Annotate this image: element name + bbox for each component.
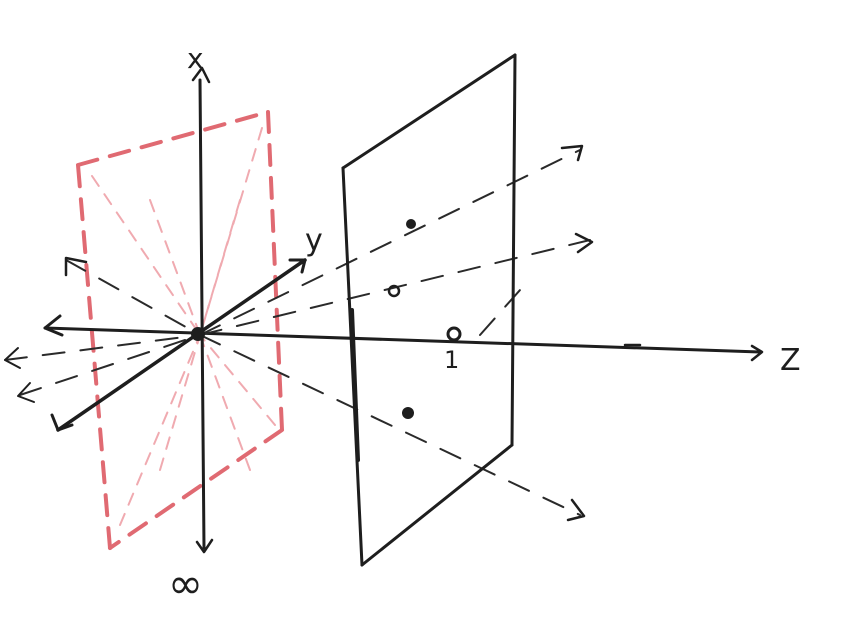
y-axis-tail [50, 413, 74, 432]
red-plane-at-infinity [76, 110, 284, 550]
plane-z-1 [341, 53, 517, 567]
x-axis [191, 66, 214, 554]
y-axis-label: y [305, 223, 323, 258]
ray-arrowhead-3 [566, 498, 586, 522]
point-lower [402, 407, 414, 419]
z-axis [43, 314, 764, 362]
z-axis-arrowhead [750, 344, 764, 362]
ray-arrowhead-6 [64, 256, 88, 277]
z-axis-label: Z [780, 343, 801, 378]
point-middle-hollow [387, 284, 401, 298]
infinity-label: ∞ [168, 559, 203, 608]
ray-arrowhead-2 [574, 232, 594, 254]
ray-arrowhead-4 [4, 347, 21, 369]
ray-arrowhead-5 [17, 382, 35, 403]
origin-point [191, 327, 205, 341]
plane-points [387, 219, 462, 419]
unit-label: 1 [444, 346, 459, 374]
x-axis-arrowhead [191, 66, 211, 84]
point-upper [406, 219, 416, 229]
point-on-z-axis [446, 326, 462, 342]
x-axis-label: x [187, 42, 204, 75]
x-axis-bottom-hook [195, 538, 214, 554]
z-axis-tail [43, 314, 64, 337]
y-axis-arrowhead [288, 258, 307, 274]
ray-arrowhead-1 [560, 144, 584, 162]
y-axis [50, 258, 307, 432]
projection-rays [4, 144, 594, 522]
